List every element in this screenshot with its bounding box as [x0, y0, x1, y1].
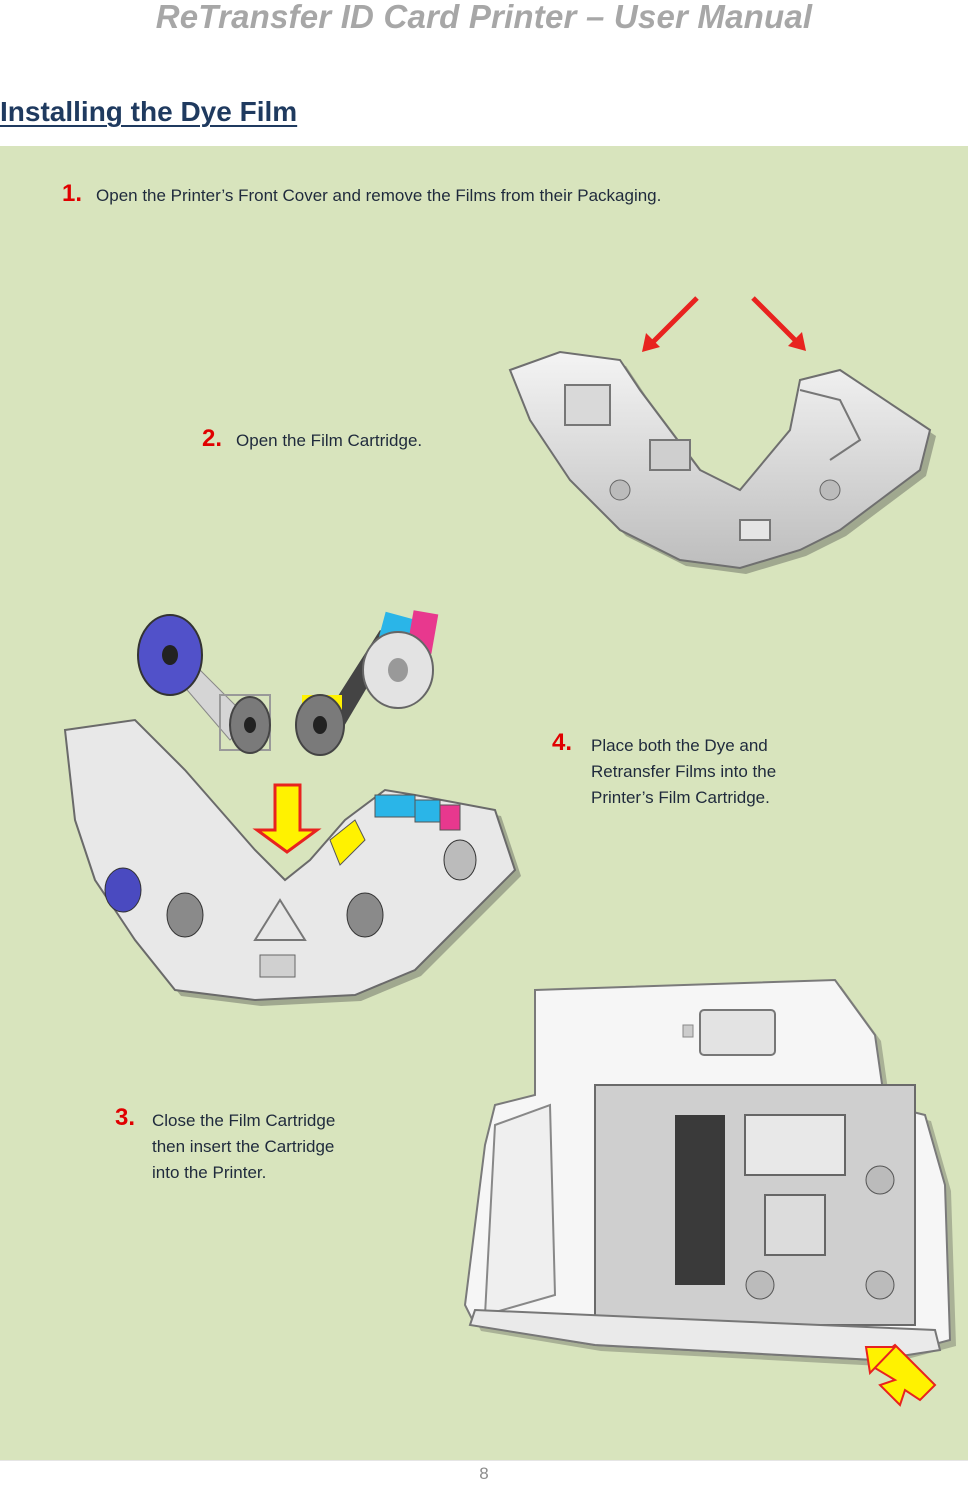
step-2: 1.2.Open the Film Cartridge.	[202, 426, 422, 454]
yellow-arrow-up-left-icon	[864, 1343, 937, 1407]
step-3-number: 3.	[115, 1104, 136, 1131]
printer-screen-icon	[699, 1009, 776, 1056]
page-number: 8	[479, 1464, 489, 1483]
red-arrow-left-icon	[642, 296, 699, 352]
step-1-number: 1.	[62, 180, 83, 207]
step-3: 3. Close the Film Cartridge then insert …	[115, 1104, 415, 1186]
section-title: Installing the Dye Film	[0, 96, 298, 127]
red-arrow-right-icon	[751, 296, 806, 351]
open-film-cartridge-image	[508, 296, 936, 574]
footer-rule	[0, 1460, 968, 1461]
printer-with-open-front-cover-image	[463, 978, 956, 1407]
dye-and-retransfer-film-rolls-image	[137, 610, 439, 756]
step-1-text: Open the Printer’s Front Cover and remov…	[96, 186, 662, 205]
step-4: 4. Place both the Dye and Retransfer Fil…	[552, 729, 852, 811]
yellow-down-arrow-icon	[252, 783, 322, 854]
cartridge-with-films-image	[63, 718, 521, 1006]
step-3-text: Close the Film Cartridge then insert the…	[152, 1111, 336, 1182]
step-1: 1. Open the Printer’s Front Cover and rem…	[62, 181, 661, 209]
step-2-number-label: 2.	[202, 425, 223, 452]
step-4-text: Place both the Dye and Retransfer Films …	[591, 736, 777, 807]
step-4-number: 4.	[552, 729, 573, 756]
manual-header-title: ReTransfer ID Card Printer – User Manual	[155, 0, 813, 35]
step-2-text: Open the Film Cartridge.	[236, 431, 423, 450]
